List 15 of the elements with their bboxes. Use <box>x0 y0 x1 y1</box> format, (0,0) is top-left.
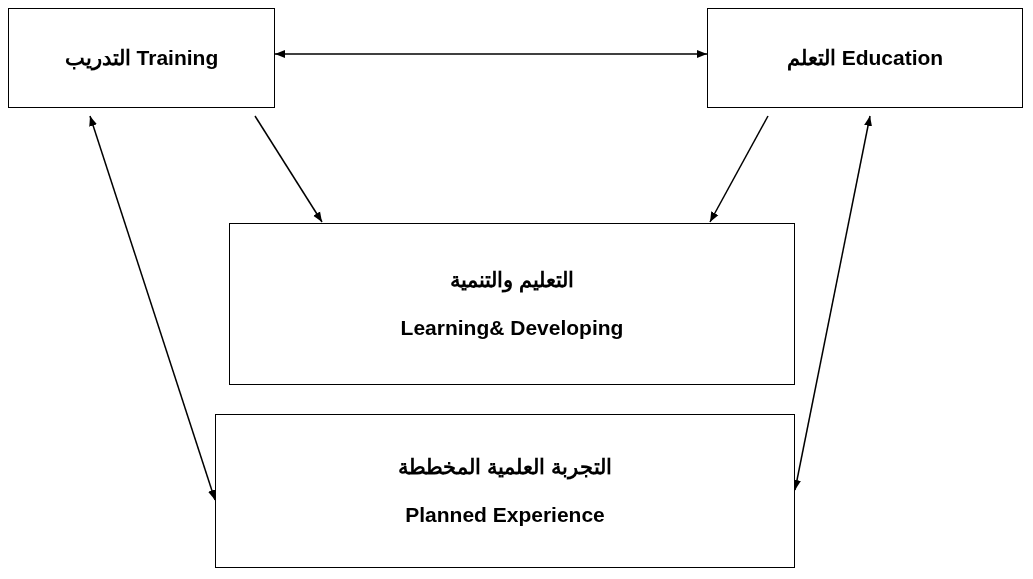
process-box <box>707 8 1023 108</box>
box-label: التدريب Training <box>64 46 219 70</box>
arrow <box>793 115 872 491</box>
box-label: التعليم والتنمية <box>450 268 574 292</box>
process-box <box>215 414 795 568</box>
arrow <box>709 115 769 223</box>
process-box <box>8 8 275 108</box>
box-label: التعلم Education <box>786 46 944 70</box>
box-label: Planned Experience <box>405 503 605 527</box>
arrow <box>254 115 323 223</box>
arrow <box>89 115 216 501</box>
arrow <box>274 50 708 58</box>
box-label: التجربة العلمية المخططة <box>398 455 612 479</box>
box-label: Learning& Developing <box>400 316 624 340</box>
process-box <box>229 223 795 385</box>
